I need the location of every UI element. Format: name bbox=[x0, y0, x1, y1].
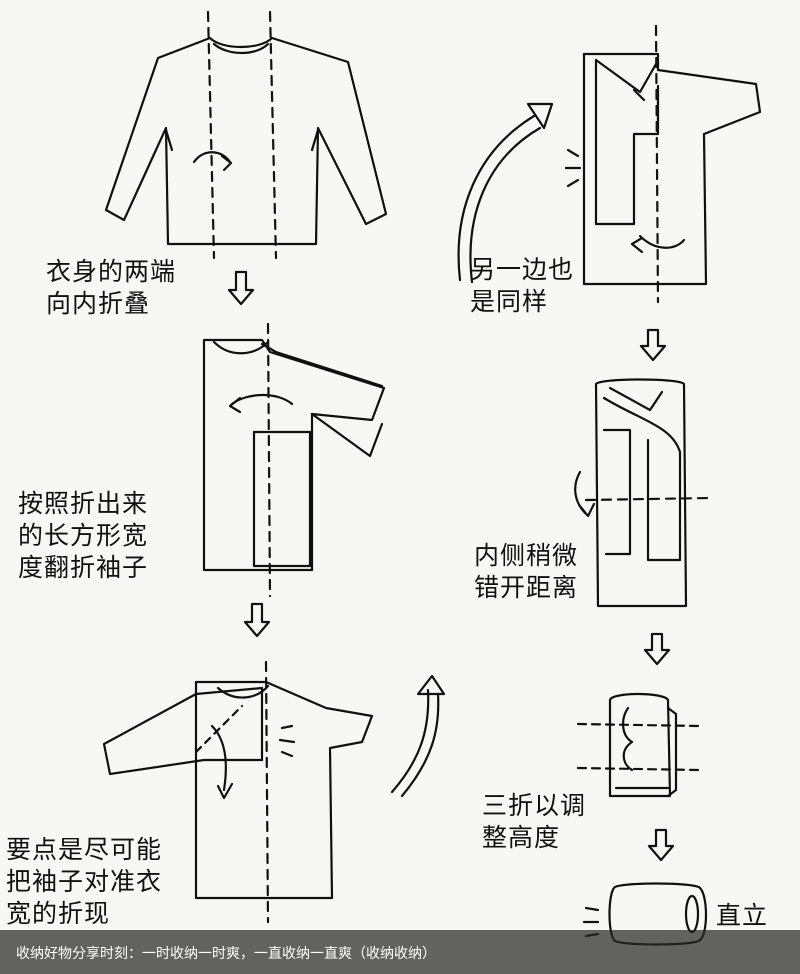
fold-guide-lines bbox=[576, 722, 700, 772]
fold-guide-line bbox=[266, 322, 272, 598]
fold-arrow-head bbox=[220, 154, 233, 172]
fold-guide-line bbox=[194, 704, 244, 754]
shirt-half-folded-illustration bbox=[202, 338, 386, 572]
step-2-label: 按照折出来的长方形宽度翻折袖子 bbox=[18, 489, 149, 582]
fold-guide-line bbox=[654, 24, 660, 304]
curved-up-arrow-icon bbox=[400, 692, 440, 798]
curved-up-arrow-icon bbox=[390, 688, 430, 794]
fold-guide-line bbox=[584, 496, 712, 502]
step-6-label: 三折以调整高度 bbox=[482, 791, 587, 852]
down-arrow-icon bbox=[643, 632, 671, 666]
step-1-label: 衣身的两端向内折叠 bbox=[46, 257, 177, 318]
down-arrow-icon bbox=[227, 270, 255, 306]
sleeve-fold-illustration bbox=[102, 680, 374, 900]
shirt-flat-illustration bbox=[104, 36, 388, 246]
down-arrow-icon bbox=[639, 328, 667, 362]
shirt-compact-folded-illustration bbox=[608, 692, 678, 798]
step-7-label: 直立 bbox=[716, 901, 769, 930]
down-arrow-icon bbox=[647, 828, 675, 862]
curved-arrow-icon bbox=[457, 114, 536, 282]
fold-guide-line bbox=[264, 660, 270, 924]
fold-guide-lines bbox=[206, 10, 278, 260]
shirt-both-sides-folded-illustration bbox=[564, 52, 762, 286]
down-arrow-icon bbox=[243, 602, 271, 638]
curved-arrow-icon bbox=[469, 126, 542, 284]
step-3-label: 要点是尽可能把袖子对准衣宽的折现 bbox=[6, 835, 163, 928]
caption-text: 收纳好物分享时刻：一时收纳一时爽，一直收纳一直爽（收纳收纳） bbox=[16, 946, 436, 962]
caption-bar: 收纳好物分享时刻：一时收纳一时爽，一直收纳一直爽（收纳收纳） bbox=[0, 930, 800, 974]
step-5-label: 内侧稍微错开距离 bbox=[474, 541, 579, 602]
shirt-narrow-folded-illustration bbox=[574, 378, 688, 608]
step-4-label: 另一边也是同样 bbox=[470, 255, 575, 316]
